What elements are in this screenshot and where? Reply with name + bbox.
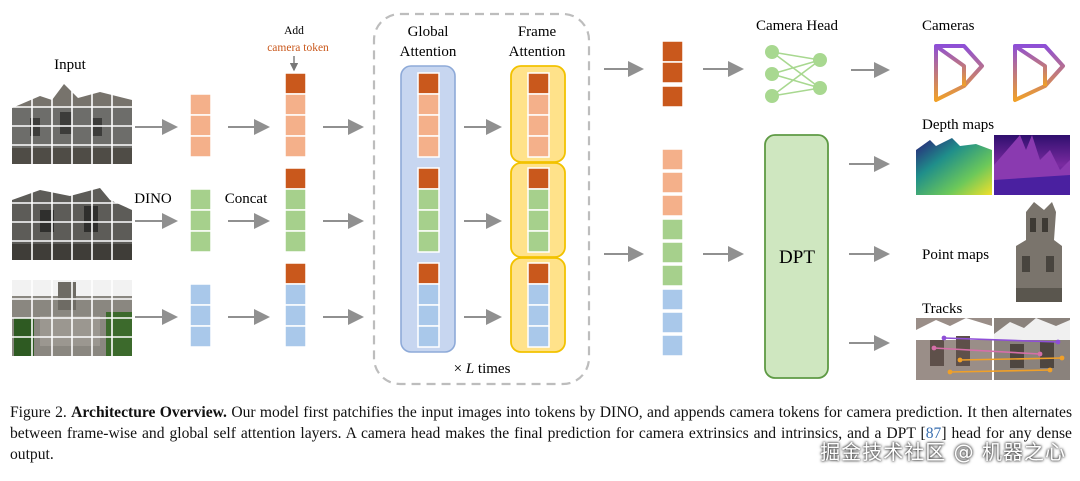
dpt-box [764, 134, 829, 379]
architecture-diagram: Input [12, 12, 1070, 386]
input-image-1 [12, 84, 132, 164]
frame-attention-title-2: Attention [509, 44, 566, 60]
frame-attention-box-2 [510, 162, 566, 258]
dino-tokens-orange [189, 93, 212, 158]
frame-attention-title-1: Frame [518, 24, 557, 40]
caption-text-1: Our model first patchifies the input ima… [10, 404, 1073, 442]
camera-head-label: Camera Head [756, 18, 839, 34]
depth-maps-label: Depth maps [922, 117, 994, 133]
watermark: 掘金技术社区 @ 机器之心 [820, 440, 1066, 464]
input-image-2 [12, 184, 132, 260]
point-map-image [1016, 202, 1062, 302]
tracks-label: Tracks [922, 301, 962, 317]
camera-icon-2 [1013, 44, 1065, 102]
camera-head-network [765, 45, 827, 103]
concat-tokens-2 [284, 167, 307, 253]
caption-text-2: ] head for any dense output. [10, 425, 1072, 463]
frame-attention-box-3 [510, 257, 566, 353]
concat-tokens-1 [284, 72, 307, 158]
repeat-block [372, 12, 591, 386]
concat-label: Concat [225, 191, 268, 207]
input-image-3 [12, 280, 132, 356]
frame-attention-box-1 [510, 65, 566, 163]
global-attention-title-2: Attention [400, 44, 457, 60]
global-attention-tokens [417, 72, 440, 348]
caption-citation-link[interactable]: 87 [925, 425, 942, 442]
dense-tokens-output [661, 148, 684, 357]
depth-map-image [916, 135, 1070, 195]
camera-tokens-output [661, 40, 684, 108]
dino-tokens-green [189, 188, 212, 253]
dino-label: DINO [134, 191, 172, 207]
point-maps-label: Point maps [922, 247, 989, 263]
global-attention-title-1: Global [408, 24, 449, 40]
figure-caption: Figure 2. Architecture Overview. Our mod… [10, 402, 1072, 465]
repeat-count-label: × L times [454, 361, 511, 377]
tracks-image [916, 318, 1070, 380]
cameras-label: Cameras [922, 18, 975, 34]
dpt-label: DPT [779, 247, 815, 268]
add-label: Add [284, 25, 304, 37]
concat-tokens-3 [284, 262, 307, 348]
caption-figure-label: Figure 2. [10, 404, 67, 421]
dino-tokens-blue [189, 283, 212, 348]
camera-icon-1 [934, 44, 984, 102]
input-label: Input [54, 57, 86, 73]
camera-token-label: camera token [267, 42, 329, 54]
caption-title: Architecture Overview. [71, 404, 227, 421]
